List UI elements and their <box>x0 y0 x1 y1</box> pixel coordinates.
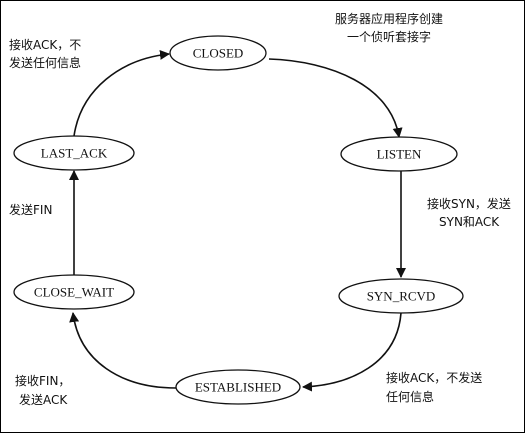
note-listen-to-synrcvd-line-2: SYN和ACK <box>439 215 500 229</box>
note-synrcvd-to-established: 接收ACK，不发送 任何信息 <box>386 370 482 404</box>
arrow-lastack-to-closed <box>73 49 170 137</box>
state-syn-rcvd: SYN_RCVD <box>338 278 464 314</box>
state-close-wait-label: CLOSE_WAIT <box>34 285 114 300</box>
note-established-to-closewait-line-1: 接收FIN， <box>15 373 70 388</box>
note-lastack-to-closed-line-1: 接收ACK，不 <box>9 37 81 52</box>
note-synrcvd-to-established-line-2: 任何信息 <box>386 389 434 404</box>
note-closed-to-listen-line-1: 服务器应用程序创建 <box>335 11 443 26</box>
note-closewait-to-lastack-line-1: 发送FIN <box>9 202 52 217</box>
state-syn-rcvd-label: SYN_RCVD <box>367 289 436 304</box>
state-listen-label: LISTEN <box>377 147 422 162</box>
note-listen-to-synrcvd-line-1: 接收SYN，发送 <box>427 196 511 211</box>
note-closewait-to-lastack: 发送FIN <box>9 202 52 217</box>
note-lastack-to-closed: 接收ACK，不 发送任何信息 <box>9 37 81 70</box>
note-closed-to-listen-line-2: 一个侦听套接字 <box>347 29 431 44</box>
state-closed: CLOSED <box>169 35 267 71</box>
state-listen: LISTEN <box>340 136 458 172</box>
arrow-synrcvd-to-established <box>302 312 402 392</box>
note-established-to-closewait: 接收FIN， 发送ACK <box>15 373 70 407</box>
state-close-wait: CLOSE_WAIT <box>13 274 135 310</box>
note-closed-to-listen: 服务器应用程序创建 一个侦听套接字 <box>335 11 443 44</box>
state-established-label: ESTABLISHED <box>195 380 281 395</box>
arrow-closed-to-listen <box>268 58 403 138</box>
state-last-ack: LAST_ACK <box>13 135 135 171</box>
arrow-established-to-closewait <box>69 312 177 389</box>
note-synrcvd-to-established-line-1: 接收ACK，不发送 <box>386 370 482 385</box>
state-last-ack-label: LAST_ACK <box>41 146 108 161</box>
state-established: ESTABLISHED <box>175 369 301 405</box>
state-closed-label: CLOSED <box>193 46 244 61</box>
note-lastack-to-closed-line-2: 发送任何信息 <box>9 55 81 70</box>
note-established-to-closewait-line-2: 发送ACK <box>19 392 68 407</box>
note-listen-to-synrcvd: 接收SYN，发送 SYN和ACK <box>427 196 511 229</box>
